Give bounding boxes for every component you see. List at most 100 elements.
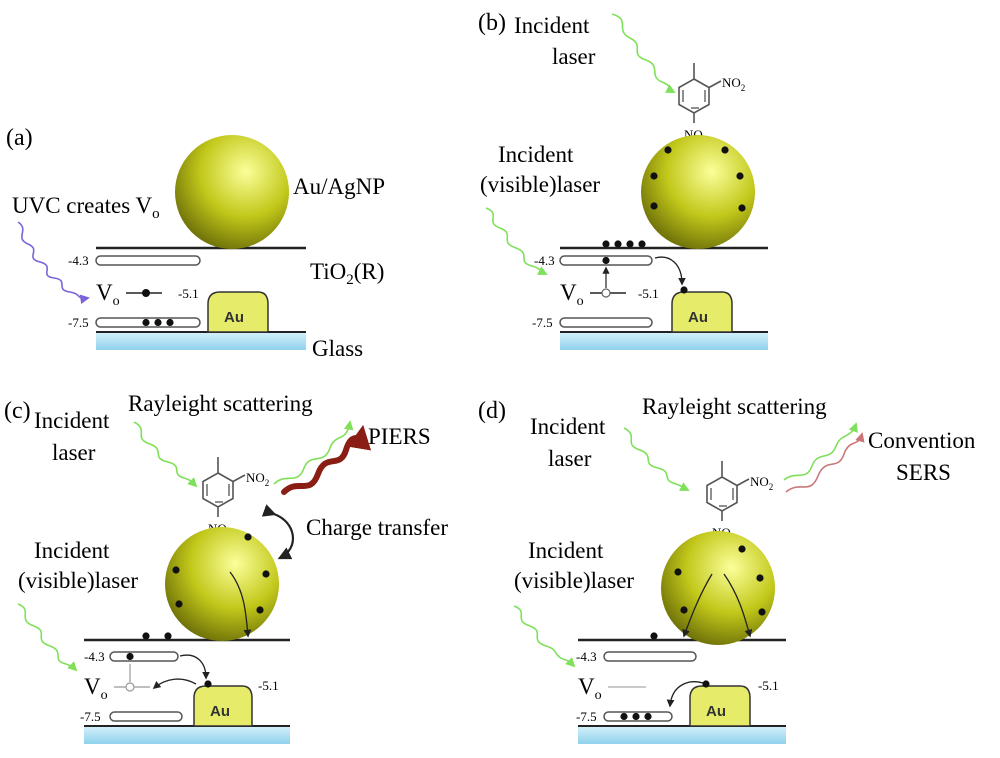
visible-laser-wave [17,603,78,672]
surface-electron [142,632,150,640]
au-electrode [193,685,253,727]
au-label: Au [688,309,708,326]
sers-wave [785,432,865,493]
electron [126,652,134,661]
surface-electron [164,632,172,640]
visible-laser-wave [485,207,548,275]
surface-electron [721,146,729,154]
dinitrotoluene-molecule [706,460,750,522]
nanoparticle [165,527,279,641]
incident-laser-label-2: laser [552,44,596,69]
surface-electron [738,204,746,212]
oxygen-vacancy-label: Vo [578,674,602,703]
incident-laser-wave [623,427,690,491]
visible-laser-label-2: (visible)laser [18,568,138,593]
surface-electron [175,600,183,608]
surface-electron [738,545,746,553]
hole [154,318,162,327]
electron [680,286,688,294]
electron [702,680,710,688]
surface-electron [244,533,252,541]
valence-band [109,711,183,722]
surface-electron [172,566,180,574]
vacancy-level-value: -5.1 [638,286,659,301]
valence-band-value: -7.5 [532,315,553,330]
hole [142,318,150,327]
surface-electron [256,606,264,614]
surface-electron [664,146,672,154]
surface-electron [650,172,658,180]
transfer-arrow [654,256,686,286]
glass-substrate [578,726,786,744]
surface-electron [756,574,764,582]
au-electrode [689,685,751,727]
nanoparticle-label: Au/AgNP [293,174,385,199]
surface-electron [602,240,610,248]
visible-laser-label: Incident [34,538,110,563]
au-label: Au [224,309,244,326]
hot-electron-arrow [723,573,753,638]
conduction-band-value: -4.3 [576,649,597,664]
visible-laser-wave [513,605,576,668]
glass-substrate [84,726,290,744]
hole [620,712,628,721]
nanoparticle [661,531,775,645]
conduction-band [109,651,179,662]
dinitrotoluene-molecule [202,456,246,518]
surface-electron [614,240,622,248]
panel-a: (a) Glass TiO2(R) Au/AgNP -4.3 -7.5 Vo -… [6,125,385,361]
rayleigh-label: Rayleight scattering [642,394,827,419]
panel-label-b: (b) [478,10,506,36]
incident-laser-label-2: laser [52,440,96,465]
no2-group-upper: NO2 [750,474,773,492]
panel-c: (c) Incident laser Rayleight scattering … [4,391,448,744]
au-electrode [207,291,269,333]
conduction-band [95,255,201,266]
incident-laser-label: Incident [34,408,110,433]
back-transfer-arrow [666,681,707,708]
electron [204,680,212,688]
surface-electron [736,172,744,180]
uvc-label: UVC creates Vo [12,193,160,222]
electron [602,256,610,265]
convention-sers-label: Convention [868,428,976,453]
oxygen-vacancy-label: Vo [560,280,584,309]
glass-substrate [96,332,306,350]
au-label: Au [706,703,726,720]
valence-band-value: -7.5 [576,709,597,724]
rayleigh-scatter-wave [783,422,858,481]
rayleigh-label: Rayleight scattering [128,391,313,416]
visible-laser-label-2: (visible)laser [514,568,634,593]
valence-band-value: -7.5 [80,709,101,724]
incident-laser-wave [611,13,676,93]
vacancy-hole [125,682,135,692]
convention-sers-label-2: SERS [896,460,951,485]
surface-electron [638,240,646,248]
vacancy-hole [601,288,611,298]
charge-transfer-label: Charge transfer [306,515,448,540]
piers-label: PIERS [368,424,431,449]
visible-laser-label: Incident [528,538,604,563]
nanoparticle [641,135,755,249]
nanoparticle [175,135,289,249]
glass-label: Glass [312,336,363,361]
vacancy-level-value: -5.1 [258,678,279,693]
surface-electron [650,202,658,210]
vacancy-level-value: -5.1 [758,678,779,693]
piers-wave [281,424,372,495]
electron [142,289,150,297]
charge-transfer-arrow [261,504,295,560]
valence-band [559,317,653,328]
surface-electron [650,632,658,640]
conduction-band-value: -4.3 [534,253,555,268]
au-label: Au [210,703,230,720]
conduction-band-value: -4.3 [84,649,105,664]
back-transfer-arrow [152,678,197,689]
uvc-wave [17,221,90,304]
oxygen-vacancy-label: Vo [84,674,108,703]
hot-electron-arrow [682,573,713,638]
glass-substrate [560,332,768,350]
visible-laser-label: Incident [498,142,574,167]
hole [644,712,652,721]
